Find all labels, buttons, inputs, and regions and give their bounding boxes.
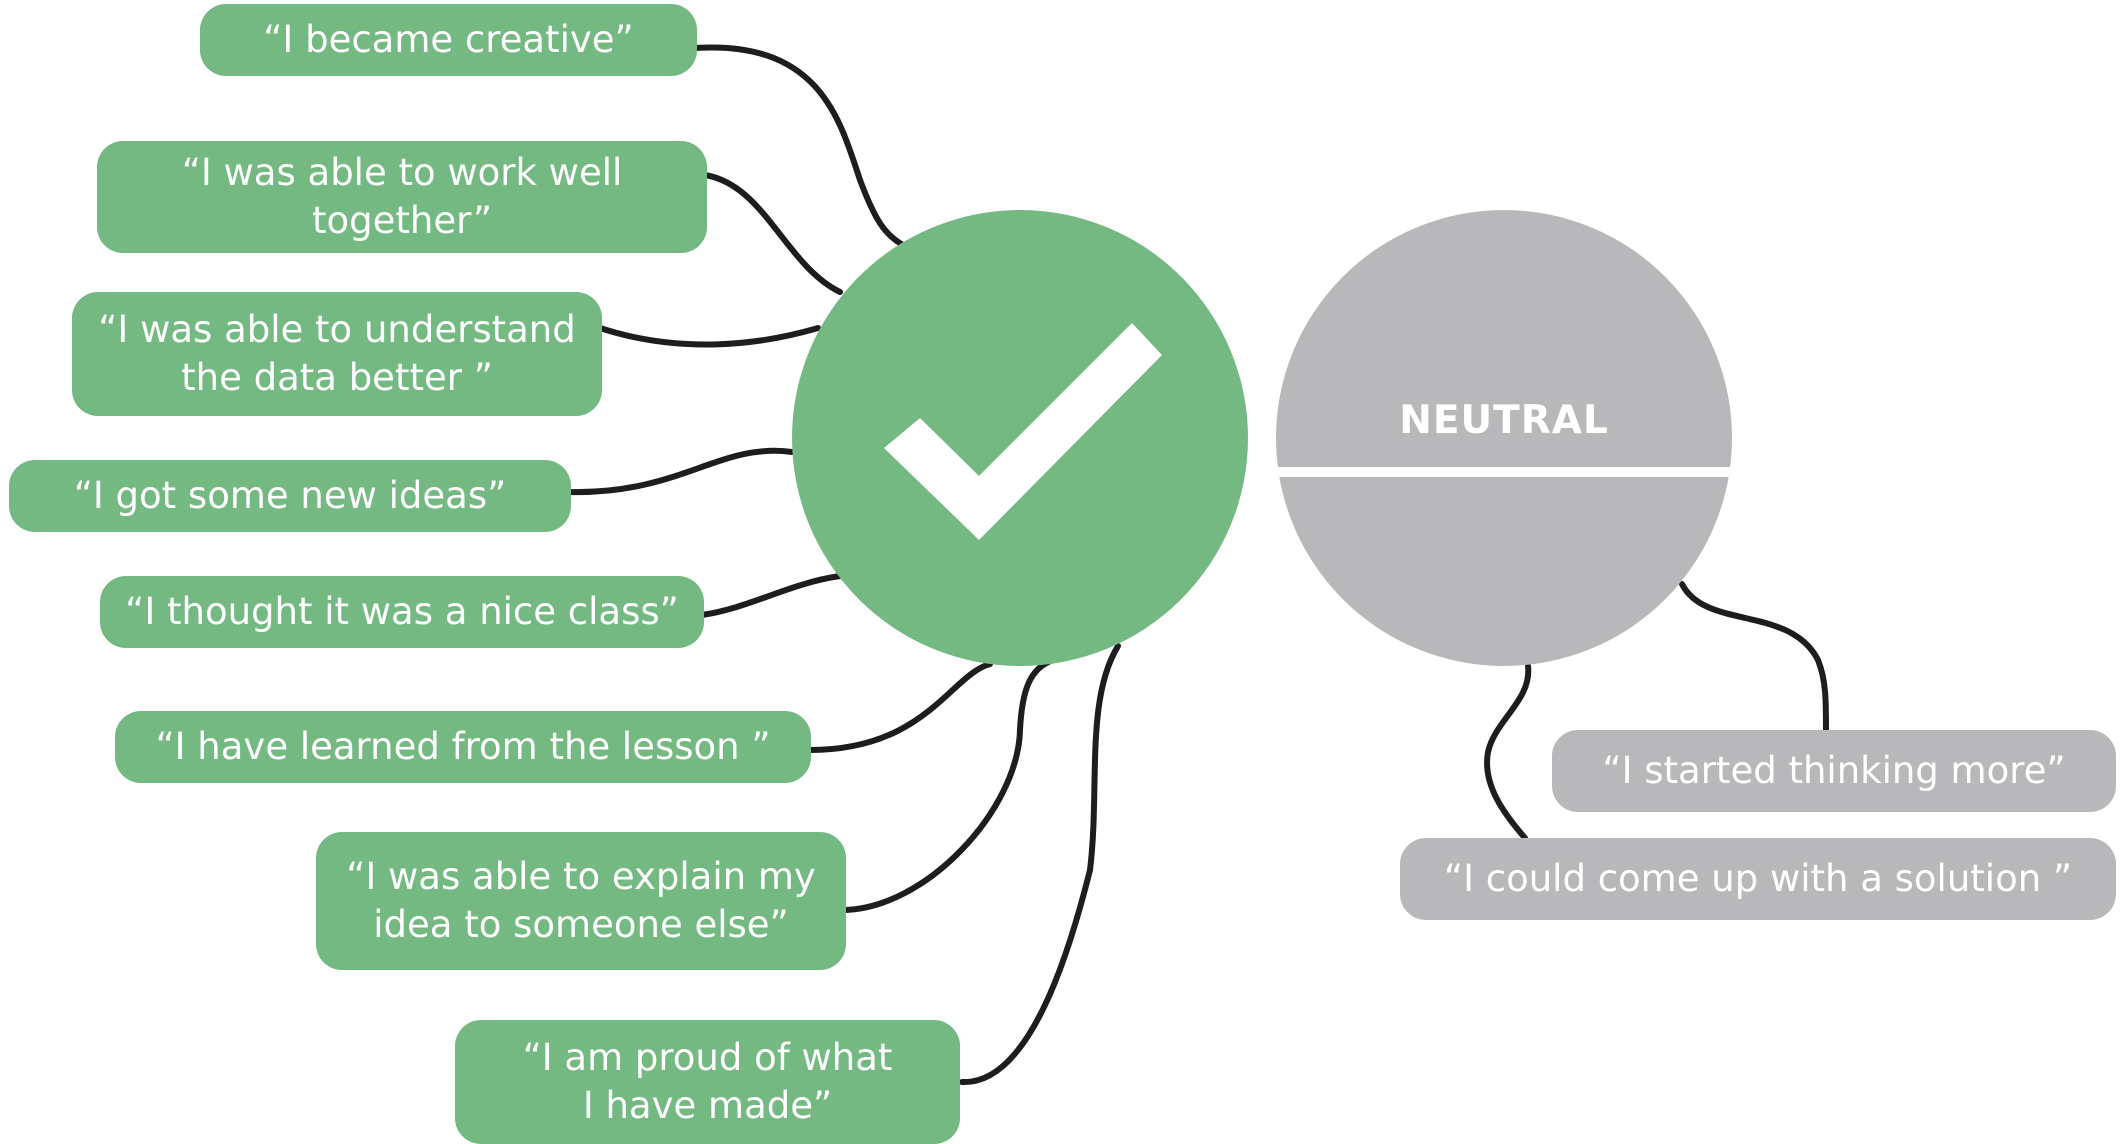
- connector-line: [594, 324, 821, 348]
- connector-line: [702, 172, 843, 295]
- quote-line: “I thought it was a nice class”: [125, 590, 679, 633]
- quote-line: “I was able to understand: [98, 308, 576, 351]
- quote-line: together”: [311, 199, 493, 242]
- connector-line: [692, 44, 906, 248]
- neutral-label: NEUTRAL: [1399, 398, 1609, 443]
- connector-line: [565, 447, 795, 496]
- positive-quote-7: “I was able to explain my idea to someon…: [316, 832, 846, 970]
- positive-quote-6: “I have learned from the lesson ”: [115, 711, 811, 783]
- connector-line: [802, 661, 993, 754]
- quote-line: “I was able to work well: [181, 151, 623, 194]
- positive-quote-5: “I thought it was a nice class”: [100, 576, 704, 648]
- neutral-quote-1: “I started thinking more”: [1552, 730, 2116, 812]
- positive-quote-2: “I was able to work well together”: [97, 141, 707, 253]
- connector-line: [839, 657, 1056, 913]
- connector-line: [959, 643, 1121, 1086]
- neutral-circle: NEUTRAL: [1276, 210, 1732, 666]
- quote-line: “I was able to explain my: [346, 855, 816, 898]
- checkmark-icon: [884, 323, 1162, 540]
- quote-line: “I could come up with a solution ”: [1443, 857, 2073, 900]
- positive-quote-1: “I became creative”: [200, 4, 697, 76]
- quote-line: “I started thinking more”: [1602, 749, 2066, 792]
- quote-line: idea to someone else”: [373, 903, 789, 946]
- positive-quote-3: “I was able to understand the data bette…: [72, 292, 602, 416]
- positive-quote-8: “I am proud of what I have made”: [455, 1020, 960, 1144]
- quote-line: “I became creative”: [263, 18, 634, 61]
- quote-line: I have made”: [582, 1084, 833, 1127]
- neutral-divider: [1276, 467, 1732, 477]
- connector-line: [699, 573, 843, 618]
- neutral-quote-2: “I could come up with a solution ”: [1400, 838, 2116, 920]
- positive-circle: [792, 210, 1248, 666]
- connector-line: [1484, 663, 1532, 841]
- quote-line: “I have learned from the lesson ”: [155, 725, 771, 768]
- quote-line: the data better ”: [181, 356, 493, 399]
- quote-line: “I am proud of what: [522, 1036, 893, 1079]
- quote-line: “I got some new ideas”: [73, 474, 507, 517]
- connector-line: [1679, 581, 1829, 733]
- positive-quote-4: “I got some new ideas”: [9, 460, 571, 532]
